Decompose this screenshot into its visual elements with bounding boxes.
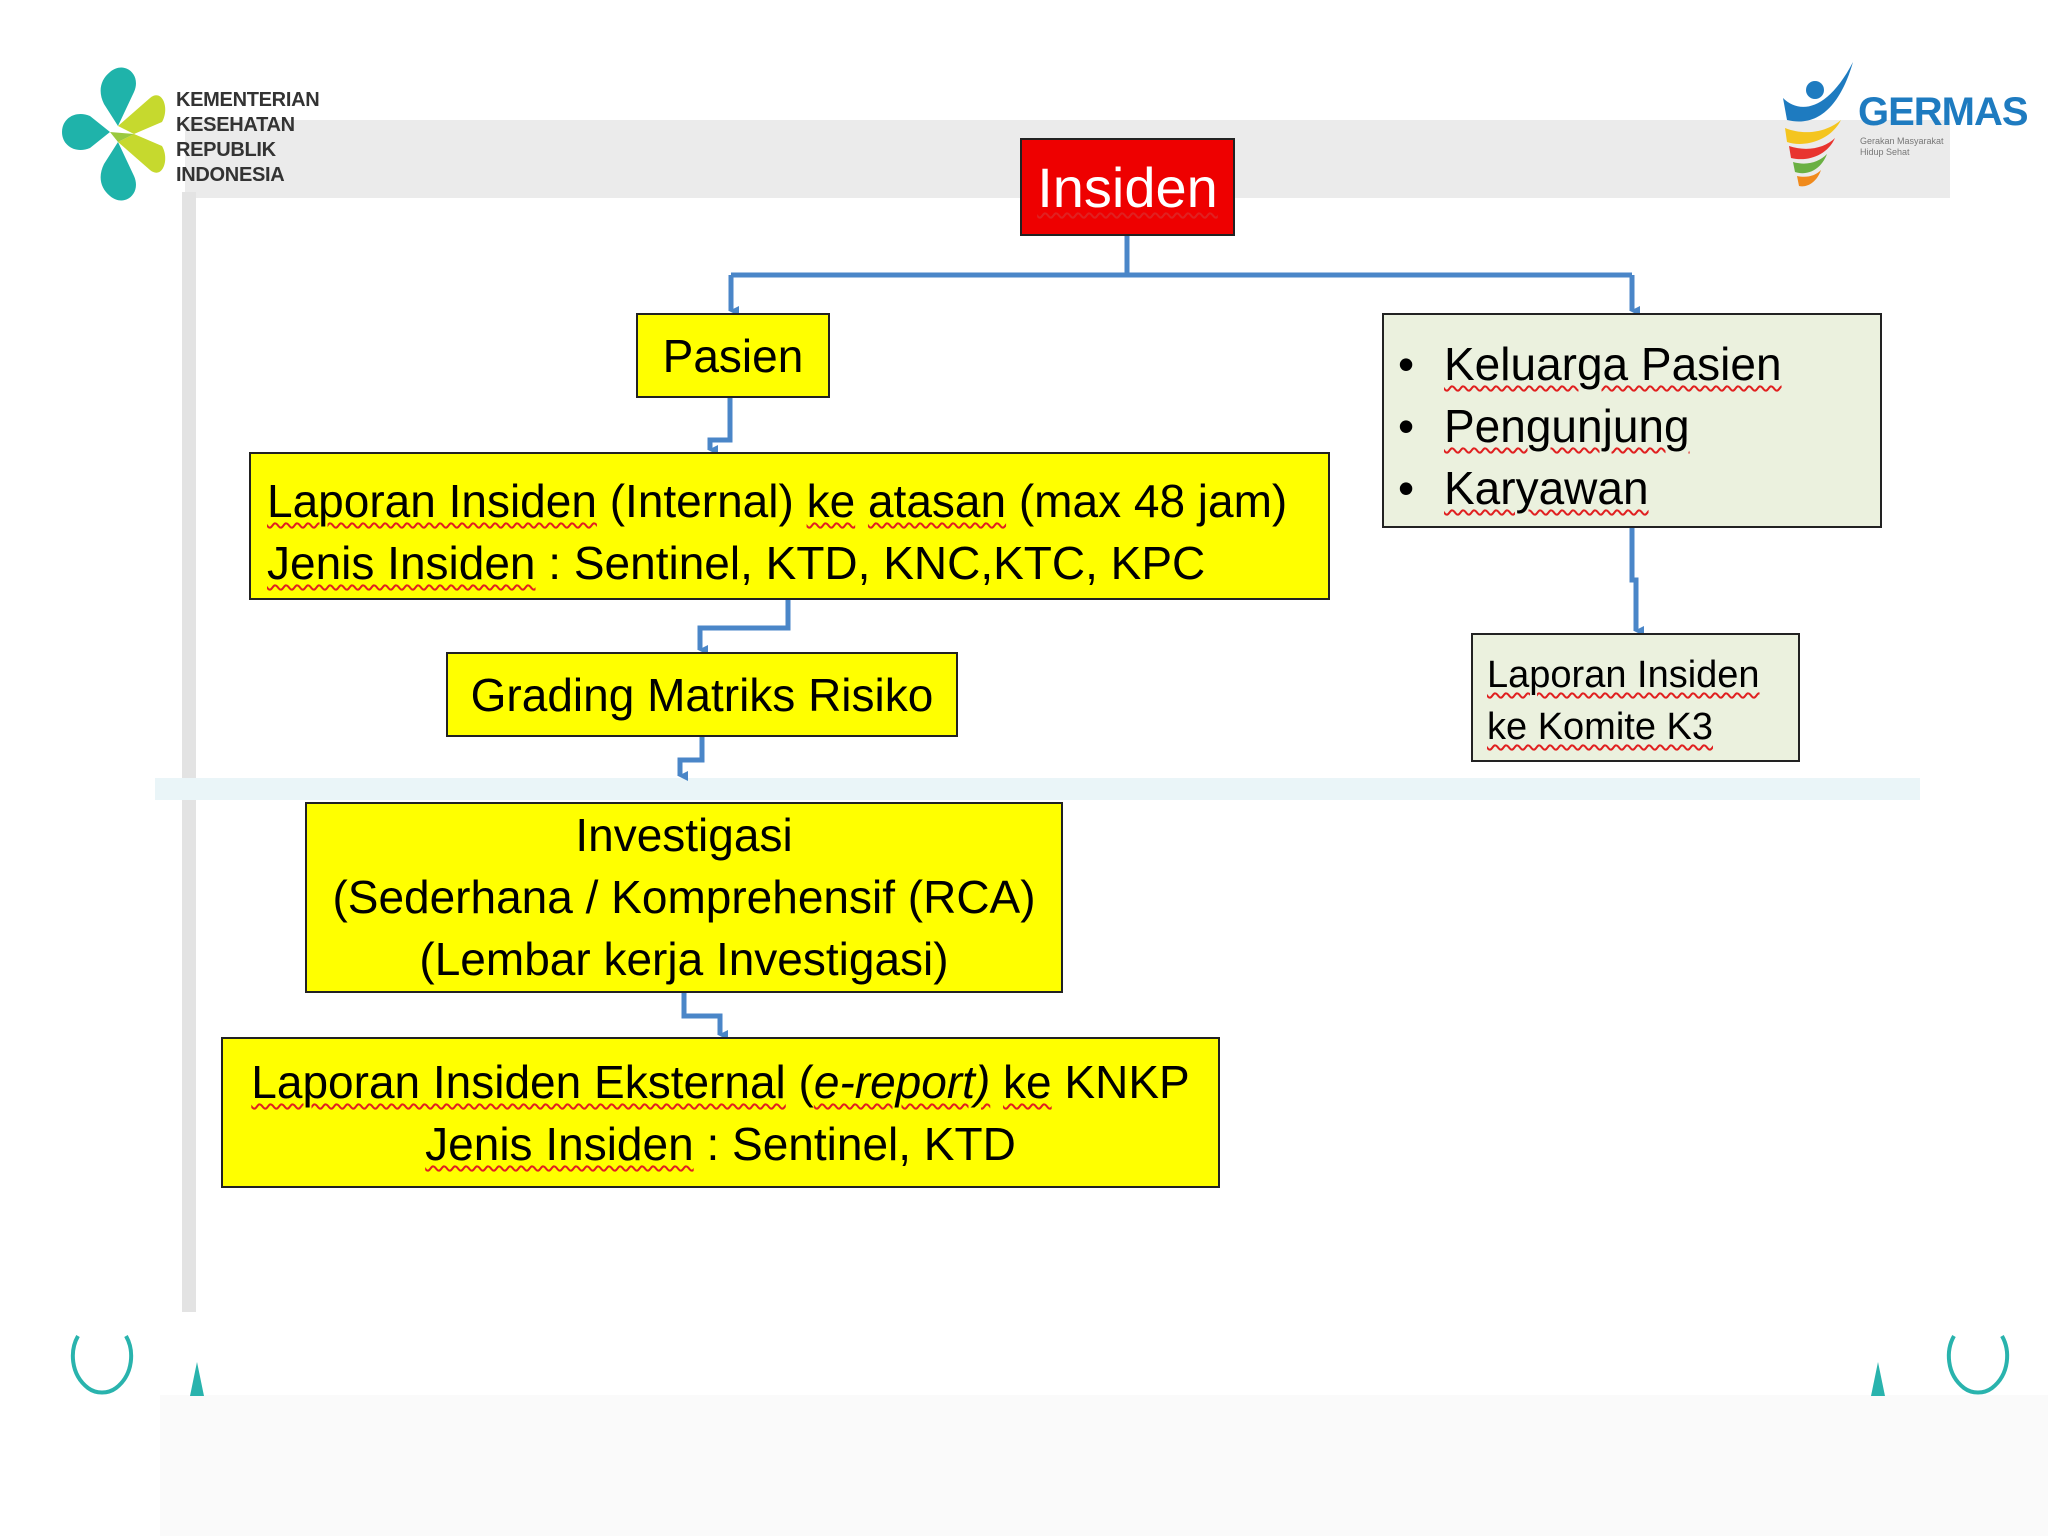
decor-peak-right-icon	[1871, 1362, 1885, 1396]
bullet: •	[1398, 400, 1415, 452]
decor-peak-left-icon	[190, 1362, 204, 1396]
bullet: •	[1398, 462, 1415, 514]
non-pasien-list: • Keluarga Pasien • Pengunjung • Karyawan	[1398, 333, 1880, 519]
list-item-label: Pengunjung	[1444, 400, 1690, 452]
text-span: KNKP	[1051, 1056, 1190, 1108]
text-span: Jenis Insiden	[425, 1118, 694, 1170]
footer-shade	[160, 1395, 2048, 1536]
pasien-label: Pasien	[662, 330, 804, 382]
laporan-internal-line2: Jenis Insiden : Sentinel, KTD, KNC,KTC, …	[267, 532, 1328, 594]
laporan-eksternal-box: Laporan Insiden Eksternal (e-report) ke …	[221, 1037, 1220, 1188]
logo-line: REPUBLIK	[176, 139, 276, 161]
text-span: Laporan Insiden Eksternal	[251, 1056, 786, 1108]
arrow-to-grading	[697, 600, 791, 655]
list-item: • Keluarga Pasien	[1398, 333, 1880, 395]
kemenkes-logo-text: KEMENTERIAN KESEHATAN REPUBLIK INDONESIA	[176, 88, 320, 188]
text-span: ke	[806, 475, 856, 527]
investigasi-line3: (Lembar kerja Investigasi)	[419, 933, 949, 985]
laporan-internal-box: Laporan Insiden (Internal) ke atasan (ma…	[249, 452, 1330, 600]
slide-divider-band	[155, 778, 1920, 800]
komite-line1: Laporan Insiden	[1487, 654, 1760, 696]
text-span: (	[785, 1056, 814, 1108]
text-span	[855, 475, 868, 527]
text-span: e-report)	[813, 1056, 991, 1108]
kemenkes-logo-icon	[62, 67, 166, 201]
germas-logo-icon	[1783, 62, 1853, 187]
text-span: atasan	[867, 475, 1007, 527]
logo-line: KESEHATAN	[176, 114, 295, 136]
insiden-box: Insiden	[1020, 138, 1235, 236]
text-span	[990, 1056, 1003, 1108]
bullet: •	[1398, 338, 1415, 390]
laporan-eksternal-line2: Jenis Insiden : Sentinel, KTD	[223, 1113, 1218, 1175]
logo-line: INDONESIA	[176, 164, 285, 186]
list-item-label: Karyawan	[1444, 462, 1649, 514]
list-item: • Pengunjung	[1398, 395, 1880, 457]
text-span: (Internal)	[596, 475, 807, 527]
grading-label: Grading Matriks Risiko	[470, 669, 934, 721]
komite-line2: ke Komite K3	[1487, 706, 1713, 748]
arrow-to-laporan-internal	[707, 398, 733, 455]
text-span: Jenis Insiden	[267, 537, 536, 589]
stethoscope-right-icon	[1946, 1335, 2010, 1395]
arrow-to-investigasi	[677, 737, 705, 781]
left-rule	[182, 192, 196, 1312]
laporan-internal-line1: Laporan Insiden (Internal) ke atasan (ma…	[267, 470, 1328, 532]
list-item: • Karyawan	[1398, 457, 1880, 519]
germas-subtitle: Gerakan Masyarakat Hidup Sehat	[1860, 136, 1944, 157]
laporan-eksternal-line1: Laporan Insiden Eksternal (e-report) ke …	[223, 1051, 1218, 1113]
text-span: : Sentinel, KTD, KNC,KTC, KPC	[535, 537, 1206, 589]
investigasi-line2: (Sederhana / Komprehensif (RCA)	[332, 871, 1036, 923]
list-item-label: Keluarga Pasien	[1444, 338, 1782, 390]
investigasi-line1: Investigasi	[575, 809, 793, 861]
arrow-to-komite	[1629, 528, 1644, 636]
stethoscope-left-icon	[70, 1335, 134, 1395]
text-span: ke	[1003, 1056, 1052, 1108]
investigasi-box: Investigasi (Sederhana / Komprehensif (R…	[305, 802, 1063, 993]
insiden-label: Insiden	[1037, 156, 1218, 219]
arrow-to-laporan-eksternal	[681, 993, 728, 1040]
logo-line: KEMENTERIAN	[176, 89, 320, 111]
pasien-box: Pasien	[636, 313, 830, 398]
grading-box: Grading Matriks Risiko	[446, 652, 958, 737]
germas-title: GERMAS	[1858, 90, 2029, 134]
text-span: (max 48 jam)	[1006, 475, 1288, 527]
text-span: : Sentinel, KTD	[693, 1118, 1016, 1170]
text-span: Laporan Insiden	[267, 475, 597, 527]
non-pasien-box: • Keluarga Pasien • Pengunjung • Karyawan	[1382, 313, 1882, 528]
komite-box: Laporan Insiden ke Komite K3	[1471, 633, 1800, 762]
